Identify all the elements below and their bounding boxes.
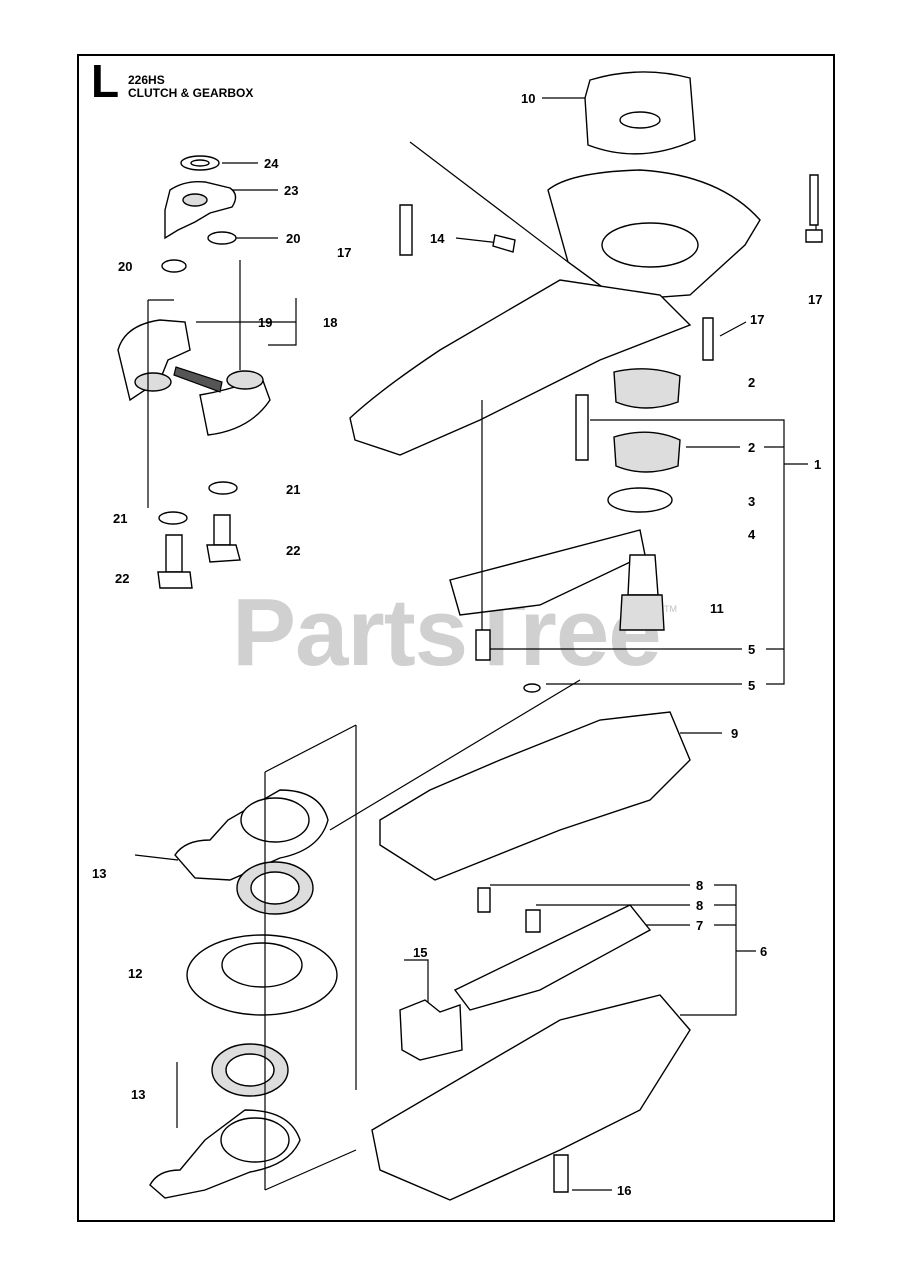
callout-20-left: 20	[118, 259, 133, 274]
callout-9: 9	[731, 726, 739, 741]
callout-21-right: 21	[286, 482, 301, 497]
section-letter: L	[91, 55, 120, 107]
callout-2-lower: 2	[748, 440, 756, 455]
callout-4: 4	[748, 527, 756, 542]
callout-13-upper: 13	[92, 866, 107, 881]
callout-14: 14	[430, 231, 445, 246]
callout-2-upper: 2	[748, 375, 756, 390]
callout-24: 24	[264, 156, 279, 171]
callout-3: 3	[748, 494, 756, 509]
clutch-assembly-drawing	[117, 155, 271, 589]
callout-19: 19	[258, 315, 273, 330]
callout-17-middle: 17	[750, 312, 765, 327]
gear-and-bearing-drawing	[149, 724, 357, 1199]
callout-5-upper: 5	[748, 642, 756, 657]
watermark-trademark: TM	[664, 604, 677, 614]
callout-22-left: 22	[115, 571, 130, 586]
callout-16: 16	[617, 1183, 632, 1198]
section-title: CLUTCH & GEARBOX	[128, 86, 254, 100]
diagram-frame	[77, 54, 835, 1222]
callout-12-label: 12	[128, 966, 143, 981]
callout-18: 18	[323, 315, 338, 330]
model-number: 226HS	[128, 73, 165, 87]
callout-5-lower: 5	[748, 678, 756, 693]
callout-23: 23	[284, 183, 299, 198]
callout-22-right: 22	[286, 543, 301, 558]
callout-8-lower: 8	[696, 898, 704, 913]
callout-10: 10	[521, 91, 536, 106]
watermark-text: PartsTree	[232, 579, 662, 686]
callout-21-left: 21	[113, 511, 128, 526]
callout-1: 1	[814, 457, 822, 472]
callout-17-left: 17	[337, 245, 352, 260]
callout-7: 7	[696, 918, 704, 933]
callout-8-upper: 8	[696, 878, 704, 893]
callout-6: 6	[760, 944, 768, 959]
callout-20-right: 20	[286, 231, 301, 246]
upper-gearbox-housing-drawing	[349, 71, 823, 693]
callout-11: 11	[710, 601, 724, 616]
gasket-and-lower-housing-drawing	[329, 679, 691, 1201]
callout-13-lower-label: 13	[131, 1087, 146, 1102]
callout-17-right: 17	[808, 292, 823, 307]
callout-15: 15	[413, 945, 428, 960]
